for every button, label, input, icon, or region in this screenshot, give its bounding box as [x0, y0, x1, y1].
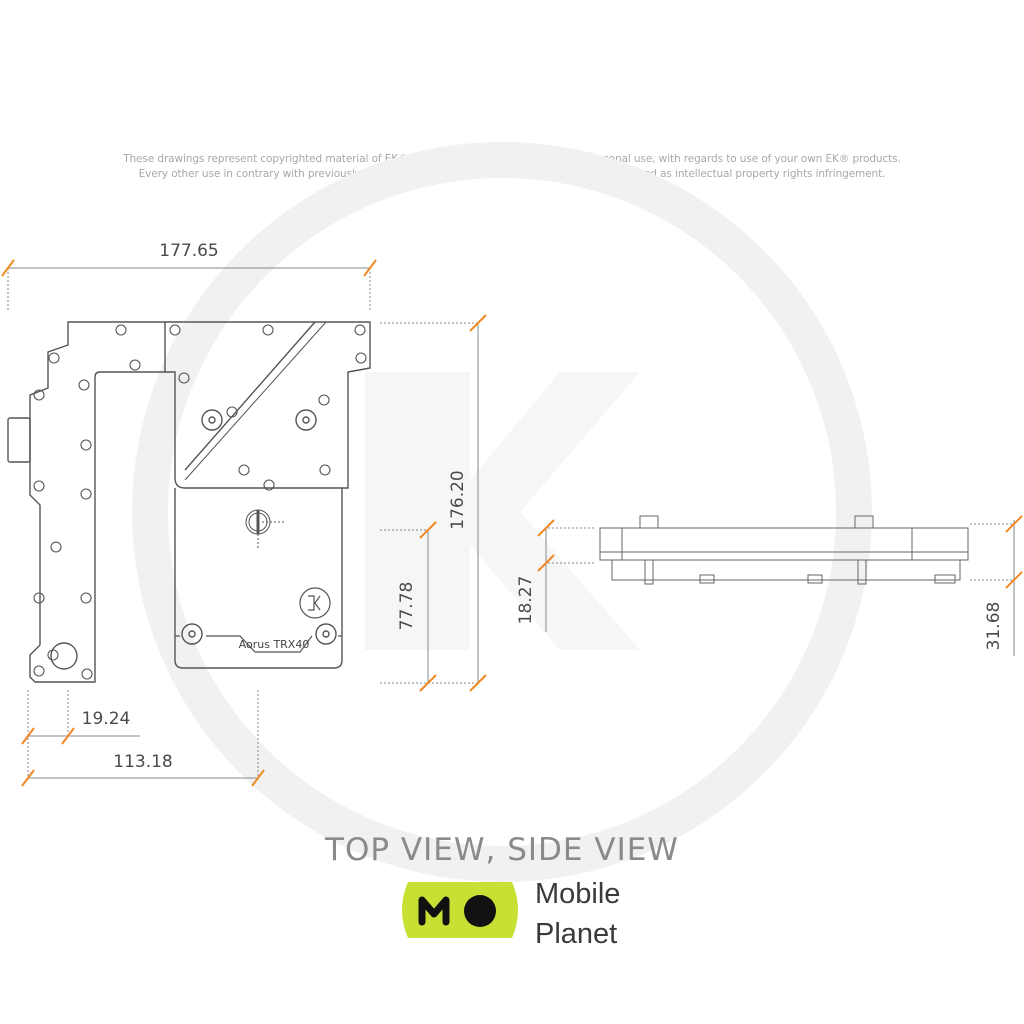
upper-plate: [165, 321, 371, 489]
diagonal-edge-inner: [184, 321, 327, 481]
lower-plate: [174, 488, 343, 669]
dim-offset: 19.24: [82, 709, 131, 729]
dim-inner-height: 77.78: [397, 582, 417, 631]
dim-side-total-height: 31.68: [984, 602, 1004, 651]
mobile-planet-logo: [402, 882, 518, 938]
dim-overall-width: 177.65: [159, 241, 218, 261]
product-label: Aorus TRX40: [239, 638, 310, 651]
logo-line-2: Planet: [535, 918, 618, 950]
diagonal-edge: [184, 321, 316, 471]
rotary-indicator: [245, 509, 286, 548]
ek-logo-badge: [299, 587, 331, 619]
dim-overall-height: 176.20: [448, 470, 468, 529]
logo-wordmark: Mobile Planet: [535, 874, 620, 954]
label-recess: [175, 635, 342, 653]
side-view: [599, 515, 969, 585]
view-caption: TOP VIEW, SIDE VIEW: [325, 832, 679, 868]
dim-side-thickness: 18.27: [516, 576, 536, 625]
dim-port-distance: 113.18: [113, 752, 172, 772]
dimension-ticks: [1, 259, 1023, 787]
fittings: [50, 409, 337, 670]
top-view: [7, 321, 371, 683]
logo-line-1: Mobile: [535, 878, 621, 910]
ek-watermark: [132, 142, 872, 882]
side-port: [7, 417, 31, 463]
screws: [33, 324, 367, 680]
